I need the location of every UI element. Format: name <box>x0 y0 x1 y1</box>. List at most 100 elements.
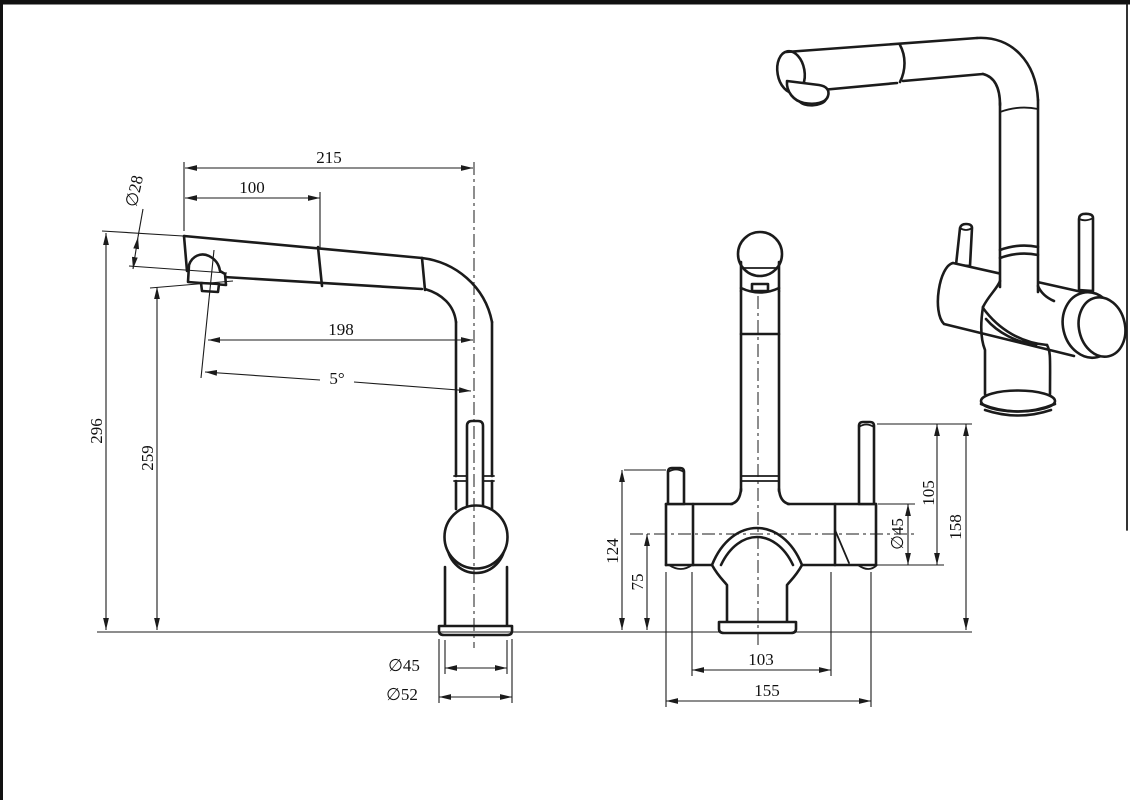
aerator-front <box>750 282 770 293</box>
persp-flange-lip <box>979 402 1057 417</box>
persp-bend-inner <box>981 72 1002 107</box>
persp-tube-fill <box>1000 99 1038 296</box>
spout-bottom-edge <box>222 275 424 291</box>
column-collar <box>740 475 780 482</box>
frame-left-edge <box>0 0 3 800</box>
column-flare <box>729 487 791 506</box>
dim-label-198: 198 <box>328 320 354 339</box>
persp-handle-right-cap <box>1078 217 1094 222</box>
ext-lines <box>665 572 872 707</box>
ext-line-aerator <box>200 249 215 379</box>
riser <box>420 256 495 511</box>
handle-right <box>857 420 876 506</box>
persp-tube-weld <box>999 106 1039 113</box>
persp-bend-outer <box>975 36 1040 102</box>
persp-handle-left-cap <box>959 227 973 231</box>
dim-label-215: 215 <box>316 148 342 167</box>
persp-spout-bottom2 <box>901 72 985 83</box>
dim-center-height: 75 <box>628 534 650 630</box>
spout-column <box>729 289 791 506</box>
persp-tube-collar <box>998 244 1040 260</box>
dim-outlet-reach: 198 <box>200 249 473 379</box>
handle-left <box>666 466 686 506</box>
ext-lines <box>438 639 513 703</box>
dim-overall-height-front: 158 <box>946 424 969 630</box>
dome-inner-arch <box>719 535 795 567</box>
ext-lines <box>101 230 228 274</box>
base-flange-side <box>437 624 514 637</box>
valve-body-side <box>437 504 514 637</box>
front-view: 124 75 103 155 105 ∅45 158 <box>603 230 972 707</box>
bend-inner <box>423 287 458 324</box>
dim-label-124: 124 <box>603 538 622 564</box>
dim-port-spacing: 103 <box>691 572 832 676</box>
dim-spout-angle: 5° <box>204 369 472 393</box>
perspective-view <box>775 36 1127 417</box>
frame-top-edge <box>0 0 1130 5</box>
dim-label-105: 105 <box>919 480 938 506</box>
handle-right-cap <box>858 423 875 428</box>
persp-spout-top <box>784 36 979 54</box>
spout-arm <box>182 234 427 294</box>
handle-left-cap <box>667 468 685 473</box>
dim-label-103: 103 <box>748 650 774 669</box>
leader <box>137 208 144 238</box>
handle-lever-side <box>465 419 485 510</box>
persp-aerator <box>798 99 827 107</box>
valve-diagonal <box>834 529 850 564</box>
dim-label-158: 158 <box>946 514 965 540</box>
persp-handle-right <box>1077 212 1095 293</box>
persp-endcap-face <box>1077 296 1127 358</box>
dim-label-259: 259 <box>138 445 157 471</box>
dim-label-dia28: ∅28 <box>122 174 147 209</box>
dim-right-handle-height: 105 <box>877 423 972 566</box>
base-column-side <box>443 565 509 628</box>
bend-joint-line <box>420 256 427 292</box>
dim-label-75: 75 <box>628 574 647 591</box>
spray-head <box>186 253 228 287</box>
spout-base-tube <box>710 563 804 624</box>
dim-base-diameter: ∅52 <box>386 639 513 704</box>
dim-label-dia52: ∅52 <box>386 685 418 704</box>
valve-body-circle <box>443 504 509 570</box>
ext-lines <box>691 572 832 676</box>
persp-pullout-joint <box>898 43 906 84</box>
column-sides <box>739 289 781 493</box>
riser-tube <box>454 320 494 478</box>
dim-label-296: 296 <box>87 418 106 444</box>
persp-lower-drape <box>981 306 1049 347</box>
dim-pullout-length: 100 <box>185 178 321 248</box>
persp-base-column <box>979 305 1052 396</box>
spout-end-circle <box>736 230 784 278</box>
persp-body-collar <box>981 279 1056 309</box>
dim-label-5deg: 5° <box>329 369 344 388</box>
body-front <box>664 502 878 635</box>
ext-lines <box>444 640 508 674</box>
spout-tip-face <box>182 234 189 273</box>
persp-tube-sides <box>998 98 1040 294</box>
riser-lower <box>454 479 494 511</box>
spout-top-edge <box>182 234 424 260</box>
dim-label-dia45-side: ∅45 <box>388 656 420 675</box>
ext-lines <box>877 423 972 566</box>
spray-head-sides <box>739 260 781 293</box>
spray-head-bottom <box>739 286 781 294</box>
dim-overall-width: 155 <box>665 572 872 707</box>
dim-left-handle-height: 124 <box>603 469 666 630</box>
spout-head-front <box>736 230 784 294</box>
dim-body-diameter-side: ∅45 <box>388 640 508 675</box>
dim-total-length: 215 <box>183 148 473 231</box>
persp-spout-arm <box>775 36 1040 107</box>
pullout-joint-line <box>316 245 324 288</box>
cap-bottom-arcs <box>668 564 878 570</box>
dim-label-100: 100 <box>239 178 265 197</box>
dim-label-155: 155 <box>754 681 780 700</box>
persp-spray-head <box>785 79 830 106</box>
dim-outlet-height: 259 <box>138 280 234 630</box>
side-view: 215 100 ∅28 198 5° 296 <box>87 148 514 704</box>
dim-overall-height: 296 <box>87 233 109 630</box>
dome-outer-arch <box>710 526 804 567</box>
